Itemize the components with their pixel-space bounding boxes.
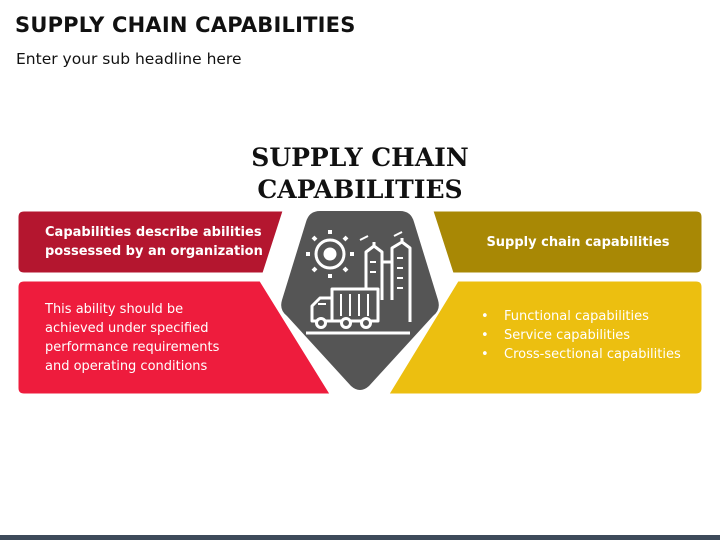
- gear-icon: [306, 230, 354, 278]
- supply-chain-icon: [306, 230, 412, 335]
- left-bottom-line-1: This ability should be: [45, 302, 184, 317]
- diagram-title-line-2: CAPABILITIES: [257, 175, 463, 204]
- left-bottom-line-2: achieved under specified: [45, 321, 209, 336]
- left-top-box: [17, 210, 284, 274]
- footer-bar: [0, 535, 720, 540]
- left-bottom-text: This ability should be achieved under sp…: [45, 300, 219, 376]
- left-top-line-1: Capabilities describe abilities: [45, 225, 262, 240]
- list-item: Cross-sectional capabilities: [478, 345, 681, 364]
- left-bottom-box: [17, 280, 331, 395]
- left-top-text: Capabilities describe abilities possesse…: [45, 223, 263, 261]
- right-top-label: Supply chain capabilities: [486, 235, 670, 250]
- factory-icon: [359, 231, 412, 322]
- slide-subtitle: Enter your sub headline here: [16, 50, 242, 68]
- list-item: Functional capabilities: [478, 307, 681, 326]
- slide-title: SUPPLY CHAIN CAPABILITIES: [15, 13, 356, 37]
- list-item: Service capabilities: [478, 326, 681, 345]
- left-bottom-line-4: and operating conditions: [45, 359, 208, 374]
- left-bottom-line-3: performance requirements: [45, 340, 220, 355]
- truck-icon: [306, 287, 410, 335]
- left-top-line-2: possessed by an organization: [45, 244, 263, 259]
- diagram-title: SUPPLY CHAIN CAPABILITIES: [200, 142, 520, 206]
- right-top-box: [432, 210, 703, 274]
- right-bottom-list: Functional capabilities Service capabili…: [478, 307, 681, 364]
- diagram-title-line-1: SUPPLY CHAIN: [251, 143, 469, 172]
